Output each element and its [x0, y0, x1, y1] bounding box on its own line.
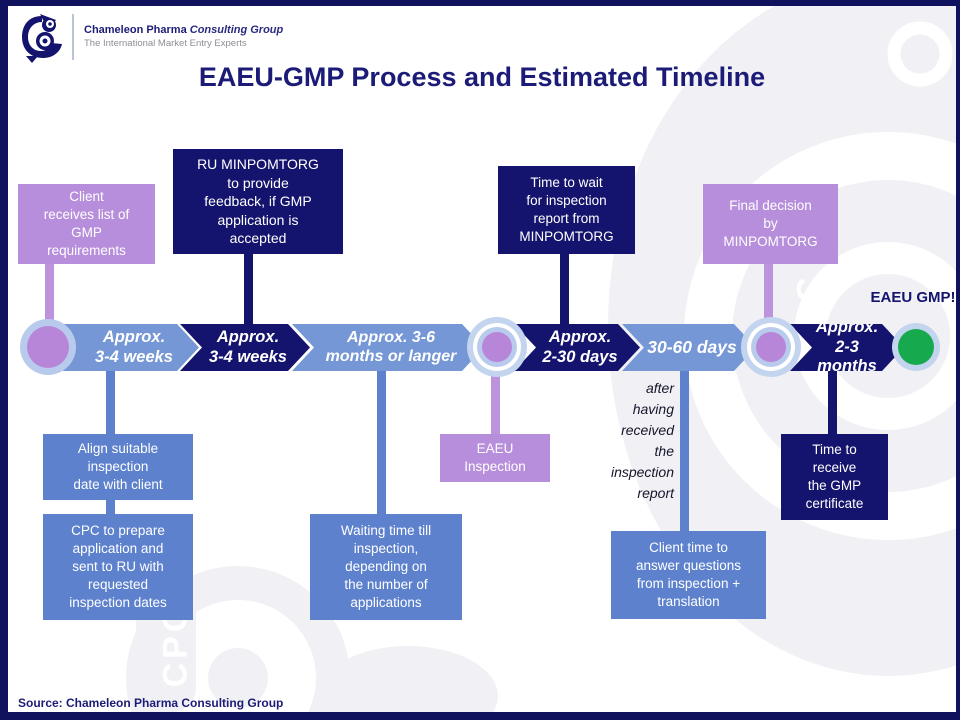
callout-final-decision: Final decision by MINPOMTORG: [703, 184, 838, 264]
timeline-milestone-marker-1: [482, 332, 512, 362]
company-tagline: The International Market Entry Experts: [84, 37, 247, 49]
callout-client-requirements: Client receives list of GMP requirements: [18, 184, 155, 264]
note-after-report: after having received the inspection rep…: [610, 380, 674, 501]
timeline-start-marker: [27, 326, 69, 368]
callout-minpomtorg-feedback: RU MINPOMTORG to provide feedback, if GM…: [173, 149, 343, 254]
callout-client-answer: Client time to answer questions from ins…: [611, 531, 766, 619]
callout-cpc-prepare: CPC to prepare application and sent to R…: [43, 514, 193, 620]
timeline-end-label: EAEU GMP!: [870, 289, 956, 306]
timeline-segment-4: Approx. 2-30 days: [514, 324, 640, 371]
company-name: Chameleon Pharma Consulting Group: [84, 23, 284, 36]
callout-waiting-time: Waiting time till inspection, depending …: [310, 514, 462, 620]
connector-align-prepare: [106, 498, 115, 516]
connector-client: [45, 262, 54, 330]
timeline-end-marker: [898, 329, 934, 365]
callout-wait-report: Time to wait for inspection report from …: [498, 166, 635, 254]
connector-waiting-time: [377, 368, 386, 516]
connector-certificate: [828, 368, 837, 436]
page-title: EAEU-GMP Process and Estimated Timeline: [198, 62, 766, 92]
callout-align-date: Align suitable inspection date with clie…: [43, 434, 193, 500]
timeline-segment-2: Approx. 3-4 weeks: [180, 324, 310, 371]
callout-eaeu-inspection: EAEU Inspection: [440, 434, 550, 482]
timeline-segment-1: Approx. 3-4 weeks: [63, 324, 199, 371]
connector-wait-report: [560, 252, 569, 326]
callout-receive-certificate: Time to receive the GMP certificate: [781, 434, 888, 520]
logo-divider: [72, 14, 74, 60]
timeline-segment-6: Approx. 2-3 months: [790, 324, 904, 371]
timeline-milestone-marker-2: [756, 332, 786, 362]
connector-final-decision: [764, 262, 773, 336]
timeline-segment-5: 30-60 days: [622, 324, 756, 371]
chameleon-logo-icon: [22, 14, 62, 63]
company-logo: Chameleon Pharma Consulting Group The In…: [18, 10, 283, 64]
source-note: Source: Chameleon Pharma Consulting Grou…: [18, 696, 284, 710]
timeline-segment-3: Approx. 3-6 months or langer: [292, 324, 484, 371]
connector-feedback: [244, 252, 253, 326]
connector-client-answer: [680, 368, 689, 533]
connector-align-date: [106, 368, 115, 436]
connector-eaeu-inspection: [491, 362, 500, 436]
